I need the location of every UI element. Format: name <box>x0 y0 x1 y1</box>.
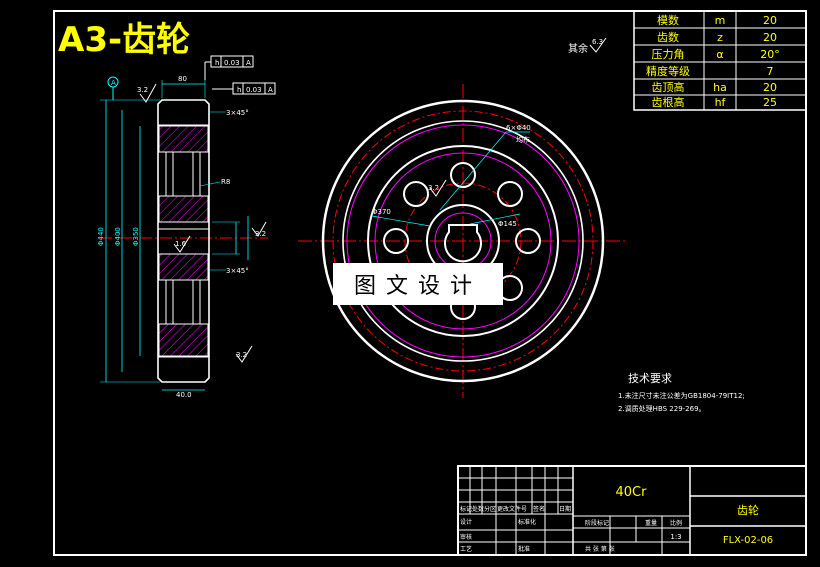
hdr-approve: 批准 <box>518 545 530 553</box>
hdr-std: 标准化 <box>518 518 536 526</box>
holes-note: 均布 <box>516 135 530 144</box>
param-name-5: 齿根高 <box>652 95 685 109</box>
tech-item-1: 1.未注尺寸未注公差为GB1804-79IT12; <box>618 391 745 400</box>
rough-5: 3.2 <box>428 184 439 192</box>
roughness-mark-icon <box>251 221 267 237</box>
watermark: 图文设计 <box>333 263 503 305</box>
param-name-2: 压力角 <box>652 48 685 61</box>
dim-left-2: Φ400 <box>114 227 122 246</box>
tol2-value: 0.03 <box>246 86 262 94</box>
tech-title: 技术要求 <box>628 372 672 385</box>
scale: 1:3 <box>670 533 681 541</box>
params-table: 模数 m 20 齿数 z 20 压力角 α 20° 精度等级 7 齿顶高 ha … <box>633 10 807 111</box>
section-view <box>100 55 276 391</box>
hdr-count: 处数 <box>472 505 484 513</box>
front-view <box>298 84 628 398</box>
tol1-symbol: h <box>215 59 219 67</box>
hdr-date: 日期 <box>559 505 571 513</box>
hdr-design: 设计 <box>460 518 472 526</box>
hdr-zone: 分区 <box>484 505 496 513</box>
material: 40Cr <box>616 485 648 500</box>
dim-d1: Φ370 <box>372 208 391 216</box>
param-name-4: 齿顶高 <box>652 80 685 94</box>
sheet-frame <box>53 10 807 556</box>
surface-other-label: 其余 <box>568 42 588 55</box>
roughness-mark-icon <box>429 179 447 197</box>
hdr-mark: 标记 <box>460 505 472 513</box>
param-value-3: 7 <box>767 65 774 78</box>
hdr-sign: 签名 <box>533 505 545 513</box>
param-symbol-5: hf <box>715 96 727 109</box>
sheets: 共 张 第 张 <box>585 545 615 553</box>
tech-item-2: 2.调质处理HBS 229-269。 <box>618 404 706 413</box>
tol2-ref: A <box>268 86 273 94</box>
param-symbol-4: ha <box>713 81 727 94</box>
surface-other-value: 6.3 <box>592 38 603 46</box>
hdr-review: 审核 <box>460 533 472 541</box>
roughness-mark-icon <box>235 345 253 363</box>
title-block <box>457 465 807 556</box>
dim-hub-radius: R8 <box>221 178 230 186</box>
dim-left-1: Φ440 <box>97 227 105 246</box>
hdr-change: 更改文件号 <box>497 505 527 513</box>
holes-dim: 6×Φ40 <box>506 124 531 132</box>
rough-2: 1.6 <box>175 240 187 248</box>
param-value-4: 20 <box>763 81 777 94</box>
param-value-1: 20 <box>763 31 777 44</box>
param-name-0: 模数 <box>657 14 679 27</box>
tol1-value: 0.03 <box>224 59 240 67</box>
rough-1: 3.2 <box>137 86 148 94</box>
param-symbol-0: m <box>715 14 726 27</box>
roughness-mark-icon <box>139 83 157 103</box>
param-name-3: 精度等级 <box>646 64 690 78</box>
rough-3: 3.2 <box>255 230 266 238</box>
dim-chamfer-1: 3×45° <box>226 109 249 117</box>
rough-4: 3.2 <box>236 351 247 359</box>
dim-chamfer-2: 3×45° <box>226 267 249 275</box>
datum-label: A <box>111 79 116 87</box>
param-value-5: 25 <box>763 96 777 109</box>
hdr-weight: 重量 <box>645 519 657 527</box>
param-value-2: 20° <box>760 48 780 61</box>
hdr-stage: 阶段标记 <box>585 519 609 527</box>
roughness-mark-icon <box>173 235 191 253</box>
tol1-ref: A <box>246 59 251 67</box>
dim-d2: Φ145 <box>498 220 517 228</box>
dim-left-3: Φ350 <box>132 227 140 246</box>
hdr-scale: 比例 <box>670 519 682 527</box>
drawing-no: FLX-02-06 <box>723 535 773 546</box>
param-value-0: 20 <box>763 14 777 27</box>
hdr-process: 工艺 <box>460 545 472 553</box>
dim-bottom: 40.0 <box>176 391 192 399</box>
param-symbol-2: α <box>716 48 723 61</box>
tol2-symbol: h <box>237 86 241 94</box>
part-name: 齿轮 <box>737 503 759 517</box>
sheet-title: A3-齿轮 <box>58 20 191 60</box>
dim-width-top: 80 <box>178 75 187 83</box>
roughness-symbol-icon <box>589 37 607 53</box>
param-symbol-1: z <box>717 31 723 44</box>
param-name-1: 齿数 <box>657 31 679 44</box>
